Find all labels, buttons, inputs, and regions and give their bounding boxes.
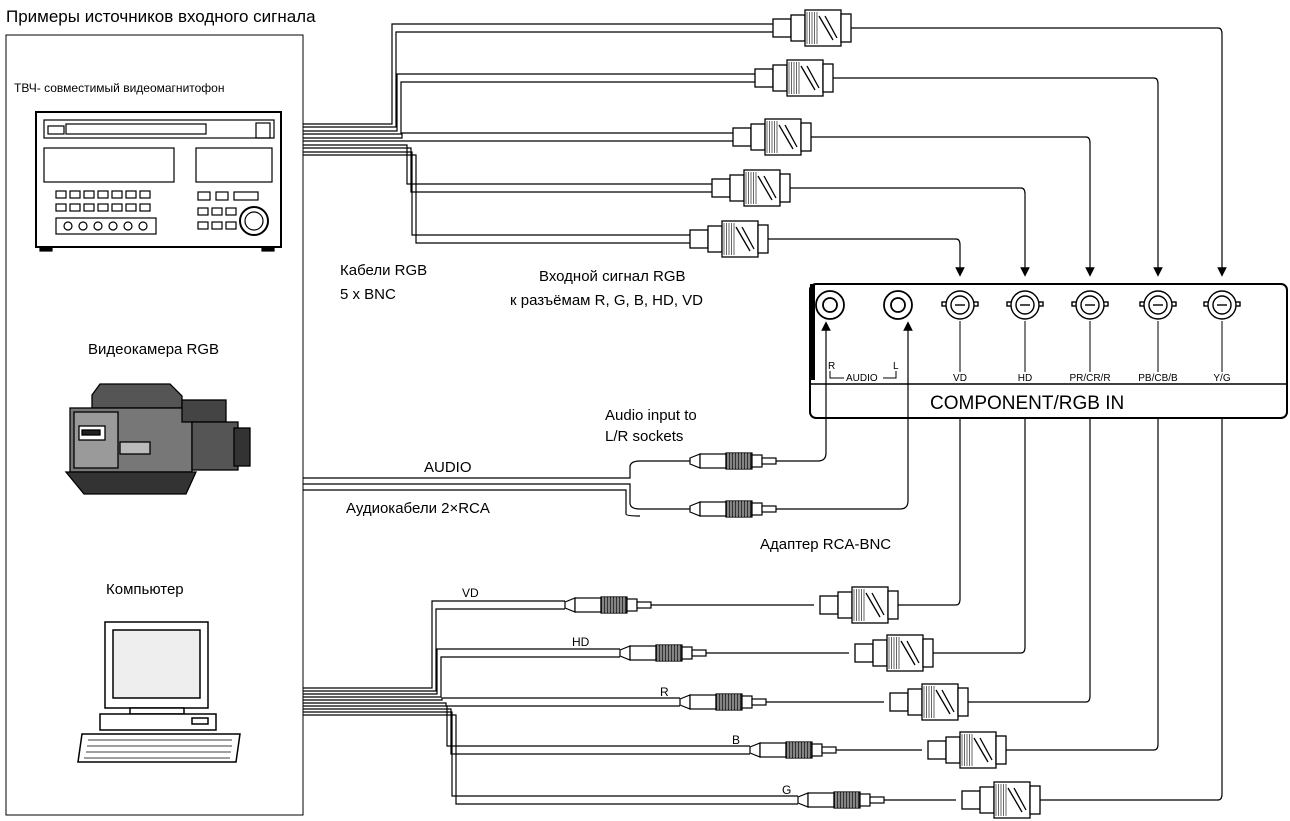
adapter-label: Адаптер RCA-BNC <box>760 536 891 553</box>
panel-audio-label: AUDIO <box>846 373 878 384</box>
rca-plug-audio-r <box>689 452 777 470</box>
computer-line-hd: HD <box>572 635 590 649</box>
sources-box <box>5 34 304 816</box>
rca-plug-computer-1 <box>619 644 707 662</box>
vcr-device <box>35 111 282 252</box>
rca-plug-computer-0 <box>564 596 652 614</box>
bnc-adapter-3 <box>927 731 1007 769</box>
panel-title: COMPONENT/RGB IN <box>930 393 1124 414</box>
panel-audio-jack-0 <box>815 290 845 320</box>
camera-device <box>64 383 251 495</box>
vcr-buttons <box>55 190 269 236</box>
cable-wiring <box>303 23 1227 805</box>
audio-input-line1: Audio input to <box>605 407 697 424</box>
rca-plug-computer-4 <box>797 791 885 809</box>
rgb-input-line2: к разъёмам R, G, B, HD, VD <box>510 292 703 309</box>
camera-label: Видеокамера RGB <box>88 341 219 358</box>
panel-jack-label-1: HD <box>1018 373 1032 384</box>
bnc-plug-top-3 <box>711 169 791 207</box>
component-rgb-panel: COMPONENT/RGB IN R L AUDIO <box>809 283 1288 419</box>
panel-jack-1 <box>1006 290 1044 372</box>
diagram-title: Примеры источников входного сигнала <box>6 7 316 26</box>
panel-jack-label-4: Y/G <box>1213 373 1230 384</box>
bnc-adapter-2 <box>889 683 969 721</box>
audio-cables-label: Аудиокабели 2×RCA <box>346 500 490 517</box>
panel-jack-2 <box>1071 290 1109 372</box>
panel-jack-0 <box>941 290 979 372</box>
bnc-plug-top-0 <box>772 9 852 47</box>
bnc-adapter-4 <box>961 781 1041 819</box>
audio-cable-label: AUDIO <box>424 459 472 476</box>
panel-jack-3 <box>1139 290 1177 372</box>
computer-label: Компьютер <box>106 581 184 598</box>
panel-jack-label-0: VD <box>953 373 967 384</box>
panel-audio-r: R <box>828 361 835 372</box>
audio-input-line2: L/R sockets <box>605 428 683 445</box>
computer-line-vd: VD <box>462 586 479 600</box>
rca-plug-computer-2 <box>679 693 767 711</box>
rca-plug-computer-3 <box>749 741 837 759</box>
panel-audio-jack-1 <box>883 290 913 320</box>
vcr-label: ТВЧ- совместимый видеомагнитофон <box>14 81 224 95</box>
computer-line-g: G <box>782 783 791 797</box>
bnc-plug-top-1 <box>754 59 834 97</box>
computer-device <box>77 621 241 763</box>
panel-jack-label-3: PB/CB/B <box>1138 373 1178 384</box>
bnc-adapter-1 <box>854 634 934 672</box>
computer-line-r: R <box>660 685 669 699</box>
panel-jack-4 <box>1203 290 1241 372</box>
panel-jack-label-2: PR/CR/R <box>1069 373 1110 384</box>
rgb-cables-line1: Кабели RGB <box>340 262 427 279</box>
bnc-plug-top-4 <box>689 220 769 258</box>
bnc-adapter-0 <box>819 586 899 624</box>
rgb-input-line1: Входной сигнал RGB <box>539 268 686 285</box>
rgb-cables-line2: 5 x BNC <box>340 286 396 303</box>
panel-audio-l: L <box>893 361 899 372</box>
bnc-plug-top-2 <box>732 118 812 156</box>
computer-line-b: B <box>732 733 740 747</box>
connector-set <box>564 9 1041 819</box>
rca-plug-audio-l <box>689 500 777 518</box>
